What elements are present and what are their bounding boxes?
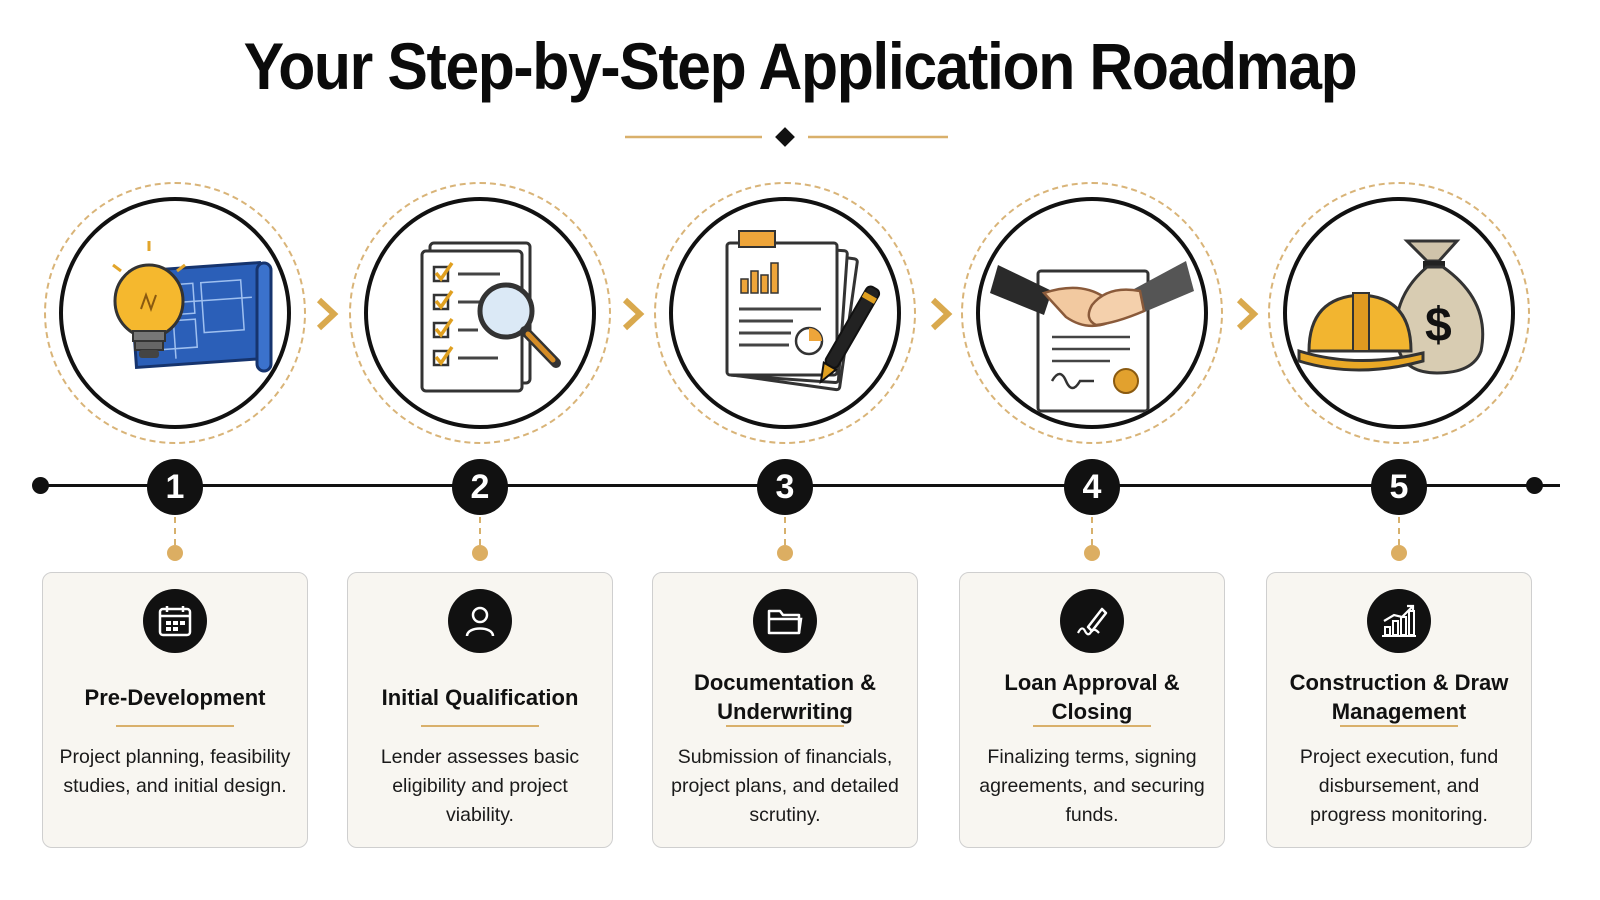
checklist-magnifier-icon (420, 241, 561, 393)
step-description: Submission of financials, project plans,… (671, 746, 899, 826)
step-card: Loan Approval & Closing Finalizing terms… (959, 572, 1225, 848)
chevron-right-icon (1236, 297, 1259, 331)
documents-pen-icon (725, 230, 881, 392)
step-title: Construction & Draw Management (1289, 670, 1509, 724)
lightbulb-blueprint-icon (112, 241, 273, 373)
connector-stem (1398, 517, 1400, 545)
calendar-icon (143, 589, 207, 653)
connector-stem (479, 517, 481, 545)
step-title: Loan Approval & Closing (1004, 670, 1180, 724)
signature-pen-icon (1060, 589, 1124, 653)
step-description: Project execution, fund disbursement, an… (1299, 746, 1499, 826)
svg-text:$: $ (1425, 299, 1452, 352)
hardhat-moneybag-icon: $ (1297, 239, 1485, 375)
illustration-frame (59, 197, 291, 429)
step-description: Lender assesses basic eligibility and pr… (380, 746, 580, 826)
step-number-badge: 2 (452, 459, 508, 515)
title-underline (116, 725, 234, 727)
illustration-frame (669, 197, 901, 429)
step-number-badge: 5 (1371, 459, 1427, 515)
connector-dot (777, 545, 793, 561)
step-card: Construction & Draw Management Project e… (1266, 572, 1532, 848)
illustration-frame (976, 197, 1208, 429)
timeline-start-dot (32, 477, 49, 494)
timeline-end-dot (1526, 477, 1543, 494)
illustration-ring (654, 182, 916, 444)
chevron-right-icon (930, 297, 953, 331)
connector-stem (1091, 517, 1093, 545)
connector-dot (472, 545, 488, 561)
step-number-badge: 4 (1064, 459, 1120, 515)
connector-dot (1084, 545, 1100, 561)
illustration-frame (364, 197, 596, 429)
chevron-right-icon (622, 297, 645, 331)
title-underline (726, 725, 844, 727)
title-underline (1340, 725, 1458, 727)
step-card: Initial Qualification Lender assesses ba… (347, 572, 613, 848)
step-title: Pre-Development (84, 684, 266, 710)
connector-dot (1391, 545, 1407, 561)
step-card: Pre-Development Project planning, feasib… (42, 572, 308, 848)
step-card: Documentation & Underwriting Submission … (652, 572, 918, 848)
page-title: Your Step-by-Step Application Roadmap (243, 29, 1358, 103)
folder-icon (753, 589, 817, 653)
title-underline (1033, 725, 1151, 727)
step-number-badge: 3 (757, 459, 813, 515)
step-description: Project planning, feasibility studies, a… (59, 746, 291, 797)
title-underline (421, 725, 539, 727)
illustration-frame: $ (1283, 197, 1515, 429)
illustration-ring: $ (1268, 182, 1530, 444)
step-title: Initial Qualification (381, 684, 579, 710)
illustration-ring (961, 182, 1223, 444)
title-divider (625, 127, 948, 147)
handshake-contract-icon (990, 261, 1194, 413)
growth-chart-icon (1367, 589, 1431, 653)
chevron-right-icon (316, 297, 339, 331)
connector-dot (167, 545, 183, 561)
step-description: Finalizing terms, signing agreements, an… (979, 746, 1205, 826)
step-title: Documentation & Underwriting (693, 670, 877, 724)
connector-stem (784, 517, 786, 545)
connector-stem (174, 517, 176, 545)
user-icon (448, 589, 512, 653)
illustration-ring (349, 182, 611, 444)
step-number-badge: 1 (147, 459, 203, 515)
illustration-ring (44, 182, 306, 444)
